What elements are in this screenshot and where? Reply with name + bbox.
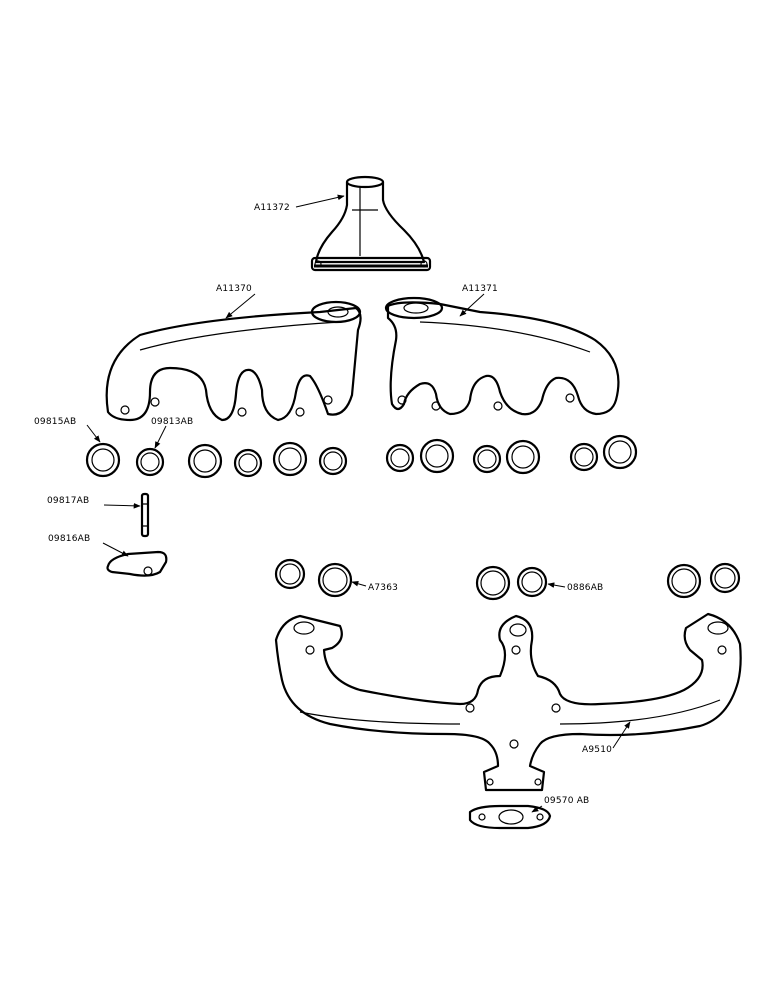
clamp-drawing [106, 550, 168, 577]
gasket-ring [187, 443, 223, 479]
leader-lines [86, 194, 631, 813]
left-manifold-half-drawing [105, 300, 362, 422]
part-label-a9510: A9510 [582, 745, 612, 755]
part-label-0886ab: 0886AB [567, 583, 603, 593]
leader-line [154, 425, 167, 449]
part-labels: A11372 A11370 A11371 09815AB 09813AB 098… [34, 203, 612, 806]
part-label-09816ab: 09816AB [48, 534, 90, 544]
part-label-09570ab: 09570 AB [544, 796, 589, 806]
gasket-ring [602, 434, 638, 470]
gasket-ring [709, 562, 741, 594]
part-label-a7363: A7363 [368, 583, 398, 593]
gasket-ring [272, 441, 308, 477]
leader-line [86, 424, 101, 443]
gasket-ring [318, 446, 348, 476]
gasket-ring [666, 563, 702, 599]
gasket-ring-row [85, 434, 638, 479]
part-label-a11372: A11372 [254, 203, 290, 213]
gasket-ring [516, 566, 548, 598]
gasket-ring [135, 447, 165, 477]
gasket-ring [569, 442, 599, 472]
gasket-ring [274, 558, 306, 590]
leader-line [612, 721, 631, 749]
part-label-a11370: A11370 [216, 284, 252, 294]
leader-line [225, 293, 256, 319]
gasket-ring [85, 442, 121, 478]
gasket-ring [472, 444, 502, 474]
gasket-ring [419, 438, 455, 474]
part-label-a11371: A11371 [462, 284, 498, 294]
gasket-ring [233, 448, 263, 478]
gasket-ring [317, 562, 353, 598]
gasket-ring [505, 439, 541, 475]
leader-line [531, 805, 543, 813]
lower-manifold-drawing [274, 612, 742, 792]
leader-line [547, 582, 566, 588]
lower-gasket-group [274, 558, 741, 601]
leader-line [102, 542, 129, 557]
part-label-09813ab: 09813AB [151, 417, 193, 427]
leader-line [351, 581, 367, 587]
part-label-09817ab: 09817AB [47, 496, 89, 506]
part-label-09815ab: 09815AB [34, 417, 76, 427]
leader-line [295, 194, 345, 208]
stud-drawing [140, 492, 150, 538]
leader-line [459, 293, 485, 317]
leader-line [103, 503, 141, 509]
right-manifold-half-drawing [384, 296, 620, 416]
flange-gasket-drawing [468, 804, 552, 830]
gasket-ring [385, 443, 415, 473]
gasket-ring [475, 565, 511, 601]
outlet-elbow-drawing [310, 175, 432, 272]
